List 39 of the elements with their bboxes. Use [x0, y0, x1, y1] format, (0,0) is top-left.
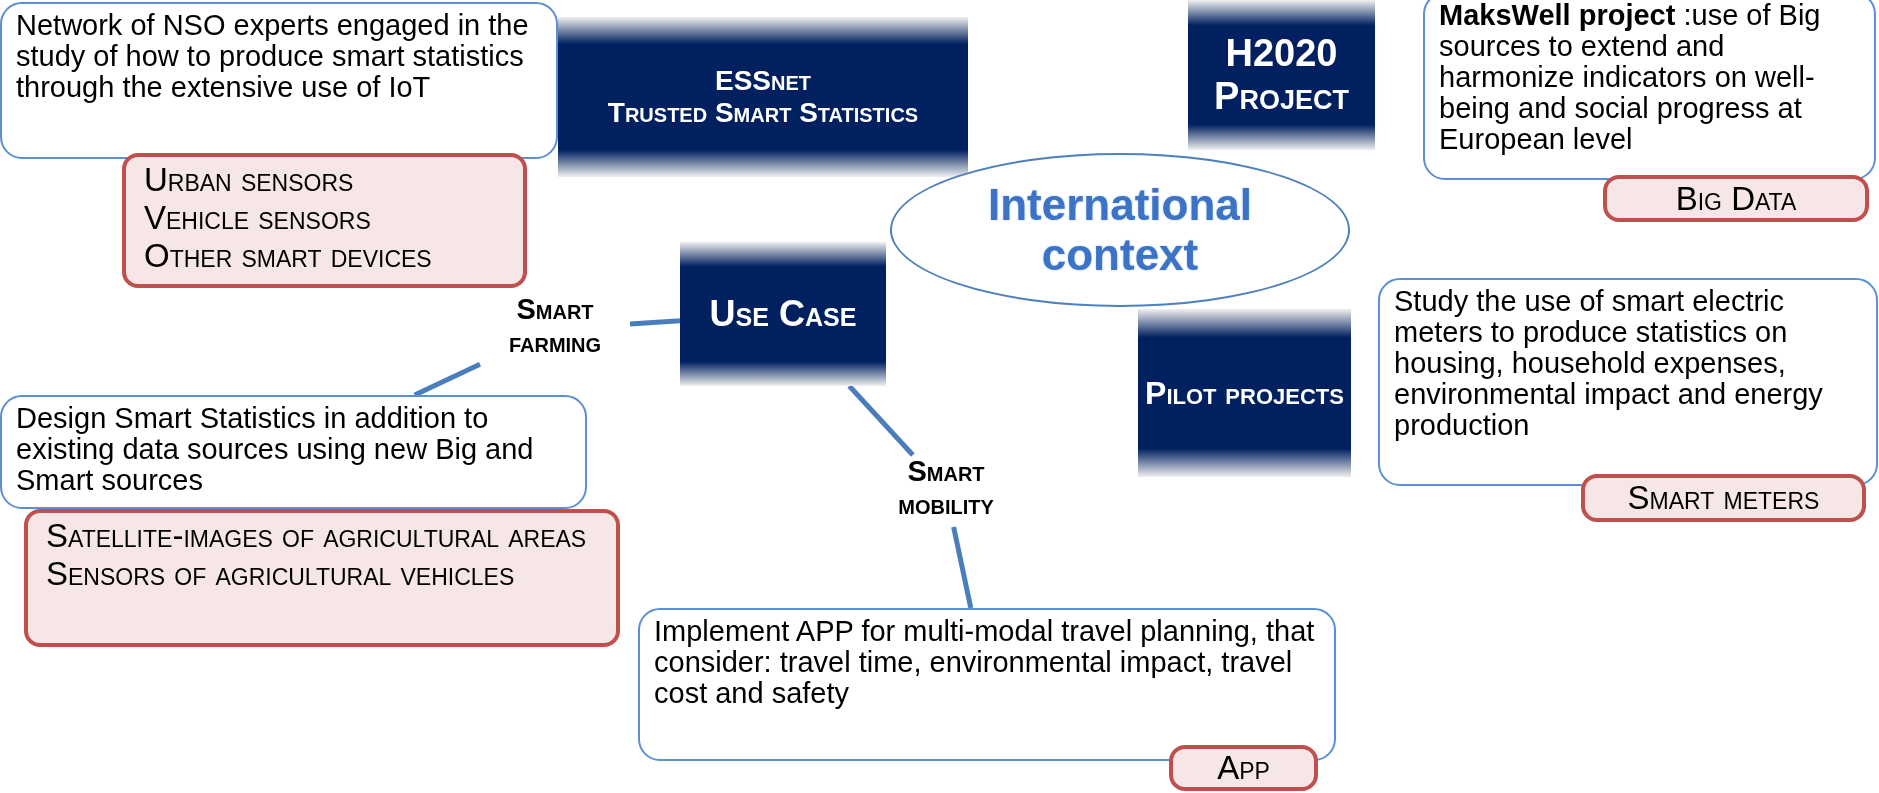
- connector-line: [413, 362, 482, 398]
- tag-text: Urban sensors: [144, 161, 354, 199]
- tag-box: [24, 509, 620, 647]
- banner-text: Project: [1214, 75, 1349, 118]
- branch-label: Smart farming: [480, 293, 630, 365]
- tag-text: Satellite-images of agricultural areas: [46, 517, 587, 555]
- description-text: Implement APP for multi-modal travel planning, that consider: travel time, environmental impact, travel cost and safety: [654, 616, 1316, 709]
- banner-text: Use Case: [709, 293, 857, 335]
- description-box: [0, 2, 558, 159]
- tag-box: [1169, 745, 1318, 791]
- description-box: [1378, 278, 1878, 486]
- tag-text: Smart meters: [1627, 479, 1820, 517]
- tag-text: Other smart devices: [144, 237, 432, 275]
- connector-line: [847, 384, 915, 457]
- connector-line: [951, 526, 974, 609]
- description-text: MaksWell project :use of Big sources to extend and harmonize indicators on well-being and social progress at European level: [1439, 0, 1822, 155]
- tag-text: Sensors of agricultural vehicles: [46, 555, 515, 593]
- title-banner: [1188, 0, 1375, 150]
- description-text: Network of NSO experts engaged in the study of how to produce smart statistics through the extensive use of IoT: [16, 10, 530, 103]
- banner-text: H2020: [1225, 32, 1338, 75]
- description-box: [0, 395, 587, 509]
- tag-box: [1581, 474, 1866, 522]
- tag-text: App: [1217, 749, 1270, 787]
- branch-label: Smart mobility: [860, 455, 1032, 527]
- tag-box: [122, 153, 527, 288]
- connector-line: [629, 318, 681, 327]
- title-banner: [680, 242, 886, 386]
- tag-text: Vehicle sensors: [144, 199, 371, 237]
- banner-text: ESSnet: [715, 65, 811, 97]
- banner-text: Pilot projects: [1145, 374, 1344, 412]
- ellipse-text: International context: [987, 180, 1253, 280]
- title-banner: [558, 17, 968, 177]
- tag-text: Big Data: [1675, 179, 1797, 218]
- banner-text: Trusted Smart Statistics: [607, 97, 919, 129]
- description-text: Design Smart Statistics in addition to existing data sources using new Big and Smart sources: [16, 403, 535, 496]
- title-banner: [1138, 309, 1351, 477]
- description-box: [1423, 0, 1876, 180]
- tag-box: [1603, 175, 1869, 222]
- description-text: Study the use of smart electric meters to produce statistics on housing, household expenses, environmental impact and energy production: [1394, 286, 1824, 441]
